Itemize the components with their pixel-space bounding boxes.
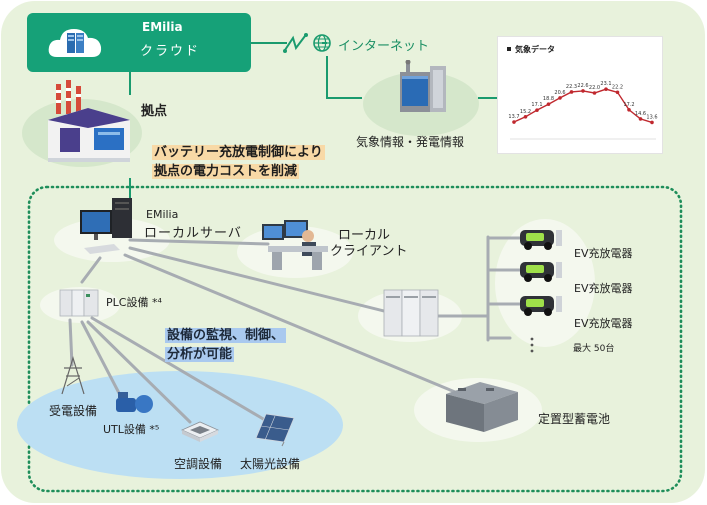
monitoring-line-2: 分析が可能 <box>165 343 235 362</box>
data-label: 22.2 <box>612 84 623 90</box>
data-label: 18.8 <box>543 96 554 102</box>
cloud-subtitle: クラウド <box>140 44 201 59</box>
ev-charger-label-1: EV充放電器 <box>574 247 633 260</box>
local-server-icon <box>80 198 132 254</box>
plc-icon <box>59 289 99 317</box>
utl-label: UTL設備 *⁵ <box>103 423 160 436</box>
ev-car-icon-3 <box>520 296 562 316</box>
data-label: 17.2 <box>623 102 634 108</box>
data-point <box>627 108 631 112</box>
power-tower-icon <box>61 356 85 395</box>
local-client-icon <box>262 220 328 270</box>
data-label: 15.2 <box>520 109 531 115</box>
local-client-line-2: クライアント <box>330 244 408 259</box>
ev-more-dots-icon <box>530 337 534 353</box>
line-server-plc <box>80 256 102 284</box>
data-label: 23.1 <box>600 81 611 87</box>
globe-icon <box>313 34 331 52</box>
data-label: 22.3 <box>566 84 577 90</box>
data-point <box>569 90 574 94</box>
power-receiving-label: 受電設備 <box>49 404 98 418</box>
ev-charger-label-2: EV充放電器 <box>574 282 633 295</box>
battery-icon <box>446 382 518 432</box>
monitoring-text-1: 設備の監視、制御、 <box>165 328 287 343</box>
cloud-server-icon <box>48 29 102 57</box>
battery-label: 定置型蓄電池 <box>538 412 611 426</box>
benefit-line-1: バッテリー充放電制御により <box>152 141 325 160</box>
data-point <box>592 91 597 95</box>
chart-title: 気象データ <box>515 44 555 54</box>
data-label: 13.6 <box>646 114 657 120</box>
zigzag-end-2 <box>304 33 308 37</box>
emilia-cloud-box <box>27 13 251 72</box>
monitoring-text-2: 分析が可能 <box>165 347 235 362</box>
local-server-title: EMilia <box>146 208 179 221</box>
line-internet-weather <box>326 56 362 99</box>
data-point <box>546 102 551 106</box>
line-plc-hvac <box>86 320 192 424</box>
data-label: 14.6 <box>635 111 646 117</box>
data-label: 17.1 <box>531 102 542 108</box>
data-point <box>615 90 620 95</box>
benefit-text-1: バッテリー充放電制御により <box>152 145 325 160</box>
data-point <box>523 115 528 119</box>
line-server-switch <box>128 246 390 314</box>
ev-charger-label-3: EV充放電器 <box>574 317 633 330</box>
data-label: 22.6 <box>577 83 588 89</box>
ev-max-label: 最大 50台 <box>573 344 615 354</box>
data-point <box>650 120 654 125</box>
data-point <box>535 108 539 112</box>
site-label: 拠点 <box>141 104 168 119</box>
data-point <box>638 117 643 121</box>
line-plc-power <box>68 318 74 367</box>
line-server-battery <box>123 253 457 394</box>
data-point <box>604 87 608 91</box>
data-point <box>558 96 562 100</box>
ev-car-icon-1 <box>520 230 562 250</box>
internet-zigzag-icon <box>284 35 306 51</box>
benefit-line-2: 拠点の電力コストを削減 <box>152 160 300 179</box>
equipment-blob <box>17 371 343 479</box>
connection-lines <box>68 235 524 424</box>
local-client-line-1: ローカル <box>338 228 391 243</box>
monitoring-line-1: 設備の監視、制御、 <box>165 324 287 343</box>
factory-icon <box>48 80 130 162</box>
ev-backdrop <box>495 219 595 347</box>
internet-label: インターネット <box>338 39 430 54</box>
hvac-icon <box>181 421 219 442</box>
line-plc-utl <box>80 320 122 397</box>
line-plc-solar <box>90 316 267 422</box>
solar-label: 太陽光設備 <box>240 457 301 471</box>
switch-rack-icon <box>383 289 439 337</box>
solar-panel-icon <box>255 413 295 447</box>
line-server-client <box>128 238 270 246</box>
zigzag-end-1 <box>283 49 287 53</box>
ev-car-icon-2 <box>520 262 562 282</box>
chart-title-bullet <box>507 47 511 51</box>
local-server-label: ローカルサーバ <box>144 226 242 241</box>
plc-label: PLC設備 *⁴ <box>106 296 162 309</box>
data-label: 20.6 <box>554 90 565 96</box>
benefit-text-2: 拠点の電力コストを削減 <box>152 164 300 179</box>
hvac-label: 空調設備 <box>174 457 223 471</box>
data-point <box>581 89 585 93</box>
weather-info-label: 気象情報・発電情報 <box>356 135 465 149</box>
data-point <box>512 120 516 124</box>
utl-pump-icon <box>116 392 153 413</box>
data-label: 13.7 <box>508 114 519 120</box>
cloud-title: EMilia <box>142 20 183 34</box>
weather-building-icon <box>400 60 446 112</box>
data-label: 22.0 <box>589 85 600 91</box>
